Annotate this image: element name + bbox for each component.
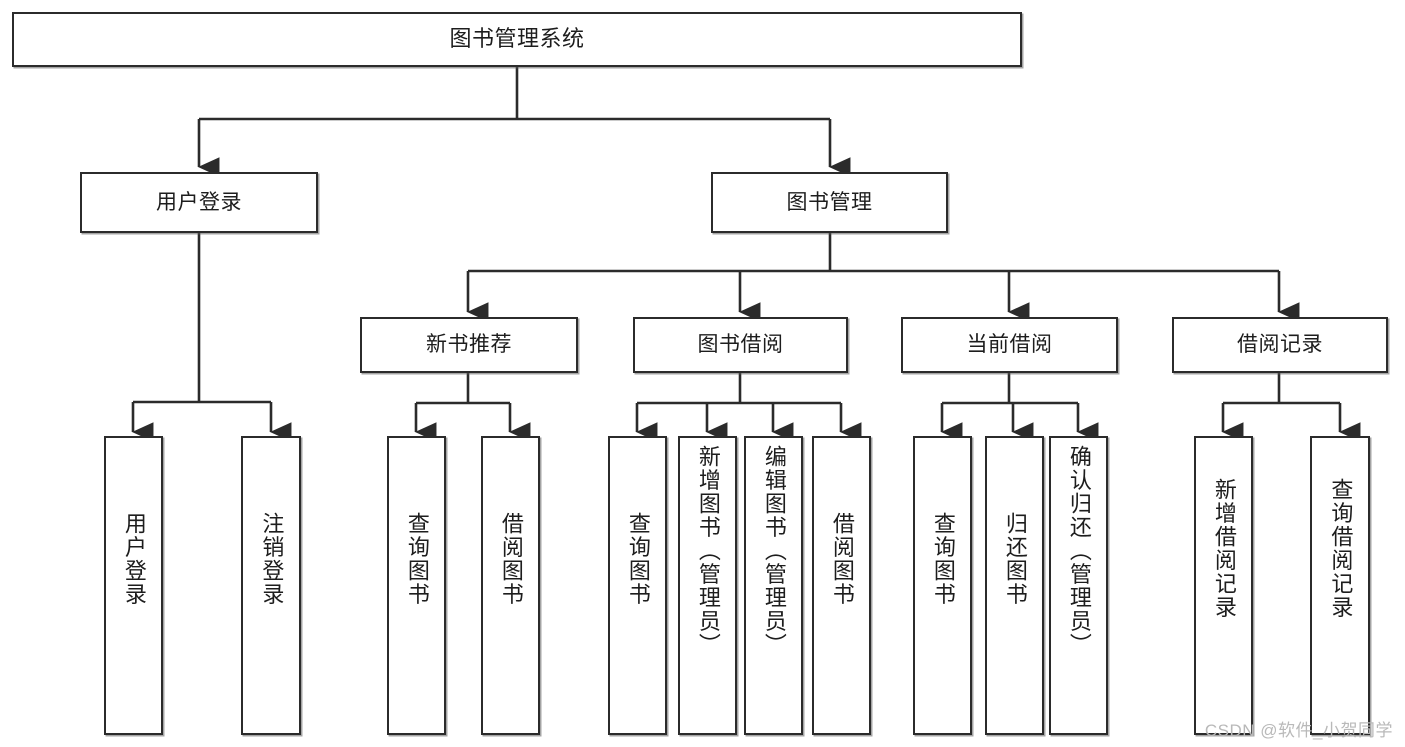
node-leaf-query-record[interactable]: 查询借阅记录 — [1310, 436, 1370, 735]
node-borrow-record[interactable]: 借阅记录 — [1172, 317, 1388, 373]
node-leaf-add-record[interactable]: 新增借阅记录 — [1194, 436, 1253, 735]
node-leaf-confirm-return-label: 确认归还（管理员） — [1066, 445, 1092, 657]
node-new-book-recommend[interactable]: 新书推荐 — [360, 317, 578, 373]
node-leaf-query-book-2-label: 查询图书 — [625, 512, 651, 606]
node-leaf-return-book-label: 归还图书 — [1002, 512, 1028, 606]
node-root-label: 图书管理系统 — [449, 26, 585, 52]
node-leaf-query-record-label: 查询借阅记录 — [1328, 478, 1354, 619]
node-leaf-borrow-book-1[interactable]: 借阅图书 — [481, 436, 540, 735]
node-leaf-query-book-1-label: 查询图书 — [404, 512, 430, 606]
node-leaf-edit-book-label: 编辑图书（管理员） — [761, 445, 787, 657]
node-leaf-add-book[interactable]: 新增图书（管理员） — [678, 436, 737, 735]
node-leaf-confirm-return[interactable]: 确认归还（管理员） — [1049, 436, 1108, 735]
node-leaf-logout-login[interactable]: 注销登录 — [241, 436, 301, 735]
node-leaf-add-book-label: 新增图书（管理员） — [695, 445, 721, 657]
node-current-borrow[interactable]: 当前借阅 — [901, 317, 1118, 373]
node-root[interactable]: 图书管理系统 — [12, 12, 1022, 67]
node-leaf-borrow-book-2[interactable]: 借阅图书 — [812, 436, 871, 735]
node-leaf-borrow-book-1-label: 借阅图书 — [498, 512, 524, 606]
node-book-borrow-label: 图书借阅 — [697, 333, 784, 357]
node-leaf-query-book-3-label: 查询图书 — [930, 512, 956, 606]
node-user-login-label: 用户登录 — [156, 190, 242, 214]
node-leaf-user-login-label: 用户登录 — [121, 512, 147, 606]
node-leaf-query-book-3[interactable]: 查询图书 — [913, 436, 972, 735]
node-leaf-logout-login-label: 注销登录 — [259, 512, 285, 606]
node-leaf-edit-book[interactable]: 编辑图书（管理员） — [744, 436, 803, 735]
node-current-borrow-label: 当前借阅 — [966, 333, 1053, 357]
node-borrow-record-label: 借阅记录 — [1237, 333, 1323, 357]
node-leaf-query-book-1[interactable]: 查询图书 — [387, 436, 446, 735]
node-leaf-add-record-label: 新增借阅记录 — [1211, 478, 1237, 619]
node-leaf-return-book[interactable]: 归还图书 — [985, 436, 1044, 735]
node-leaf-user-login[interactable]: 用户登录 — [104, 436, 163, 735]
node-leaf-query-book-2[interactable]: 查询图书 — [608, 436, 667, 735]
node-user-login[interactable]: 用户登录 — [80, 172, 318, 233]
node-book-manage[interactable]: 图书管理 — [711, 172, 948, 233]
node-book-borrow[interactable]: 图书借阅 — [633, 317, 848, 373]
node-book-manage-label: 图书管理 — [786, 190, 873, 214]
node-leaf-borrow-book-2-label: 借阅图书 — [829, 512, 855, 606]
node-new-book-recommend-label: 新书推荐 — [426, 333, 512, 357]
